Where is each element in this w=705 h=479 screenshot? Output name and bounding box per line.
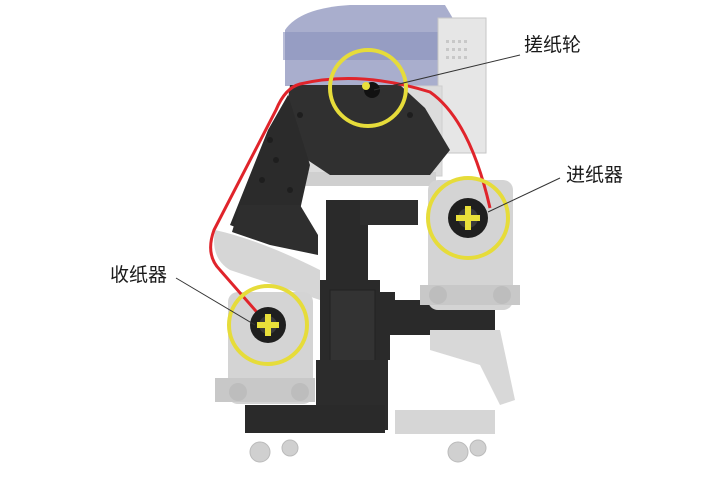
pickup-roller-label: 搓纸轮 — [524, 34, 582, 56]
paper-receiver-label: 收纸器 — [110, 264, 168, 286]
receiver-leader — [175, 277, 256, 326]
pickup-roller — [362, 82, 380, 98]
feeder-leader — [487, 177, 561, 213]
feeder-hub — [448, 198, 488, 238]
pickup-roller-highlight — [328, 48, 408, 128]
feeder-highlight — [426, 176, 510, 260]
paper-feeder-label: 进纸器 — [566, 164, 624, 186]
receiver-highlight — [227, 284, 309, 366]
paper-path — [209, 77, 492, 319]
casters — [249, 439, 487, 463]
receiver-hub — [250, 307, 286, 343]
pickup-roller-leader — [373, 54, 521, 91]
paper-receiver-unit — [214, 230, 320, 404]
